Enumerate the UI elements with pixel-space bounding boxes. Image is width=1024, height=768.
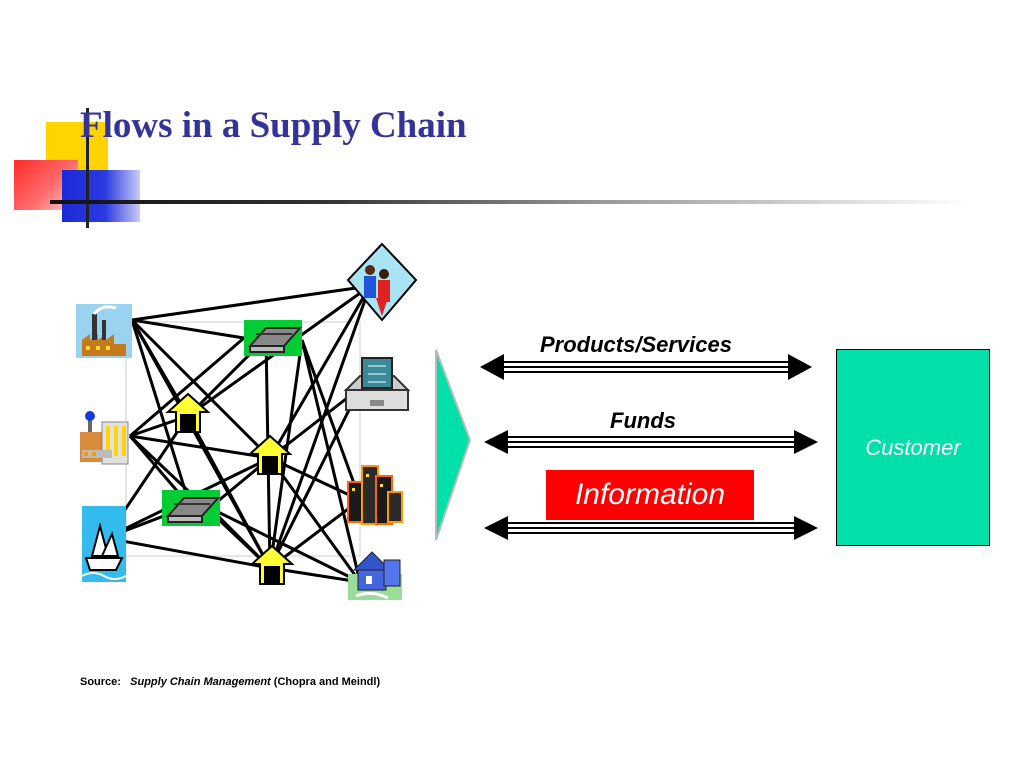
distributor-arrow-icon xyxy=(165,392,211,433)
chevron-right-icon xyxy=(435,349,472,541)
funds-flow-arrow xyxy=(484,430,818,454)
flow-arrows xyxy=(435,349,818,541)
source-authors: (Chopra and Meindl) xyxy=(273,676,381,688)
distributor-arrow-icon xyxy=(249,544,295,585)
distributor-arrow-icon xyxy=(247,434,293,475)
store-icon xyxy=(343,357,411,411)
decor-blue-square xyxy=(62,170,140,222)
network-links xyxy=(104,284,372,584)
customer-box: Customer xyxy=(836,349,990,546)
products-flow-arrow xyxy=(480,354,812,380)
information-flow-arrow xyxy=(484,516,818,540)
decor-vertical-line xyxy=(86,108,89,228)
source-citation: Source: Supply Chain Management (Chopra … xyxy=(80,676,380,688)
city-icon xyxy=(347,465,403,525)
houses-icon xyxy=(348,551,402,600)
customer-label: Customer xyxy=(865,434,961,460)
information-label: Information xyxy=(546,470,754,520)
title-underline xyxy=(50,200,970,204)
warehouse-icon xyxy=(162,490,221,526)
warehouse-icon xyxy=(244,320,303,356)
refinery-icon xyxy=(80,411,129,465)
people-icon xyxy=(346,242,418,322)
source-prefix: Source: xyxy=(80,676,121,688)
page-title: Flows in a Supply Chain xyxy=(80,105,467,146)
ship-icon xyxy=(81,506,127,582)
supply-chain-network xyxy=(76,242,418,600)
source-book-title: Supply Chain Management xyxy=(130,676,271,688)
factory-icon xyxy=(76,304,132,358)
funds-label: Funds xyxy=(610,408,676,433)
products-services-label: Products/Services xyxy=(540,332,732,357)
